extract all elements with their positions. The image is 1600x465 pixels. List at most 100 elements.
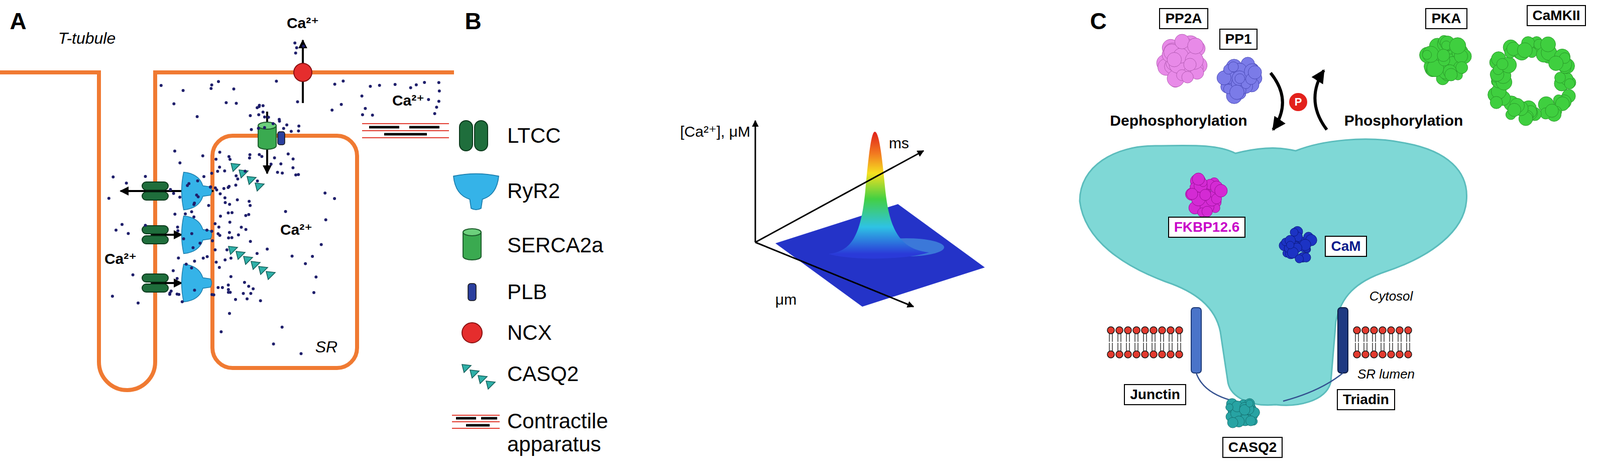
ion-label: Ca²⁺ xyxy=(280,220,313,239)
calcium-ion-dot xyxy=(248,113,252,118)
calcium-ion-dot xyxy=(248,203,252,207)
pp2a-structure xyxy=(1174,34,1190,49)
lipid-tail xyxy=(1125,342,1127,351)
lipid-tail xyxy=(1177,342,1179,351)
calcium-ion-dot xyxy=(414,83,418,87)
calcium-ion-dot xyxy=(192,259,196,263)
lipid-head xyxy=(1361,326,1369,334)
contractile-legend-icon xyxy=(451,420,500,422)
calcium-ion-dot xyxy=(323,191,327,195)
calcium-ion-dot xyxy=(230,236,234,240)
lipid-tail xyxy=(1375,333,1377,342)
junctin-symbol xyxy=(1191,307,1202,373)
calcium-ion-dot xyxy=(227,184,231,188)
calcium-ion-dot xyxy=(276,170,280,174)
lipid-head xyxy=(1387,326,1395,334)
pka-structure xyxy=(1449,37,1466,55)
lipid-tail xyxy=(1406,333,1408,342)
casq2-structure xyxy=(1245,415,1256,426)
calcium-ion-dot xyxy=(144,174,148,178)
calcium-ion-dot xyxy=(280,325,284,329)
lipid-head xyxy=(1396,326,1404,334)
calcium-ion-dot xyxy=(207,203,211,207)
casq2-symbol xyxy=(486,380,496,389)
lipid-tail xyxy=(1117,342,1119,351)
protein-label: Junctin xyxy=(1123,383,1187,405)
lipid-tail xyxy=(1177,333,1179,342)
calcium-ion-dot xyxy=(201,256,205,260)
calcium-ion-dot xyxy=(341,79,345,83)
calcium-ion-dot xyxy=(296,172,300,176)
calcium-ion-dot xyxy=(136,301,140,305)
calcium-ion-dot xyxy=(259,298,263,302)
calcium-ion-dot xyxy=(247,284,251,288)
calcium-ion-dot xyxy=(222,169,226,173)
triadin-tail xyxy=(1283,372,1343,401)
calcium-ion-dot xyxy=(278,119,282,123)
calcium-ion-dot xyxy=(226,236,231,240)
calcium-ion-dot xyxy=(229,274,233,278)
calcium-ion-dot xyxy=(314,275,318,279)
pp2a-structure xyxy=(1181,71,1194,83)
calcium-ion-dot xyxy=(217,225,221,229)
calcium-ion-dot xyxy=(180,299,184,303)
calcium-ion-dot xyxy=(223,196,227,200)
calcium-ion-dot xyxy=(234,183,238,187)
lipid-tail xyxy=(1143,342,1145,351)
lipid-tail xyxy=(1357,333,1359,342)
lipid-head xyxy=(1132,326,1140,334)
calcium-ion-dot xyxy=(114,228,118,232)
calcium-ion-dot xyxy=(201,154,205,158)
calcium-ion-dot xyxy=(219,329,223,333)
calcium-ion-dot xyxy=(433,111,437,116)
pp1-structure xyxy=(1229,84,1245,100)
lipid-tail xyxy=(1146,342,1148,351)
lipid-tail xyxy=(1375,342,1377,351)
lipid-head xyxy=(1396,350,1404,358)
actin-filament xyxy=(362,130,449,132)
lipid-head xyxy=(1141,350,1149,358)
calcium-ion-dot xyxy=(271,122,275,126)
calcium-ion-dot xyxy=(192,288,196,292)
contractile-legend-icon xyxy=(466,423,490,427)
calcium-ion-dot xyxy=(236,198,240,202)
lipid-tail xyxy=(1146,333,1148,342)
phosphatase-label: PP2A xyxy=(1159,8,1208,30)
legend-label: RyR2 xyxy=(507,179,560,203)
calcium-ion-dot xyxy=(284,209,288,213)
lipid-head xyxy=(1115,350,1123,358)
calcium-ion-dot xyxy=(247,212,251,216)
region-label: SR xyxy=(315,337,338,357)
calcium-ion-dot xyxy=(222,186,226,190)
lipid-tail xyxy=(1409,333,1411,342)
calcium-ion-dot xyxy=(297,124,301,128)
cam-structure xyxy=(1295,254,1304,264)
calcium-ion-dot xyxy=(111,175,115,179)
calcium-ion-dot xyxy=(195,115,199,119)
lipid-tail xyxy=(1392,342,1394,351)
calcium-ion-dot xyxy=(226,287,231,291)
calcium-ion-dot xyxy=(243,169,247,173)
pka-structure xyxy=(1444,68,1458,81)
contractile-legend-icon xyxy=(451,427,500,429)
compartment-label: Cytosol xyxy=(1369,288,1414,304)
serca-legend-icon xyxy=(463,232,482,260)
lipid-tail xyxy=(1180,333,1182,342)
calcium-ion-dot xyxy=(171,269,175,273)
lipid-tail xyxy=(1111,333,1113,342)
calcium-ion-dot xyxy=(210,171,214,175)
calcium-ion-dot xyxy=(223,200,227,204)
ltcc-symbol xyxy=(142,225,169,234)
actin-filament xyxy=(362,137,449,139)
pka-structure xyxy=(1437,49,1450,62)
calcium-ion-dot xyxy=(255,251,259,255)
lipid-tail xyxy=(1108,342,1110,351)
lipid-head xyxy=(1115,326,1123,334)
calcium-ion-dot xyxy=(227,231,232,235)
lipid-head xyxy=(1379,350,1387,358)
ryr2-structure xyxy=(1079,139,1467,405)
calcium-ion-dot xyxy=(279,162,283,166)
calcium-ion-dot xyxy=(339,102,344,106)
calcium-ion-dot xyxy=(409,86,413,90)
calcium-ion-dot xyxy=(294,173,298,177)
